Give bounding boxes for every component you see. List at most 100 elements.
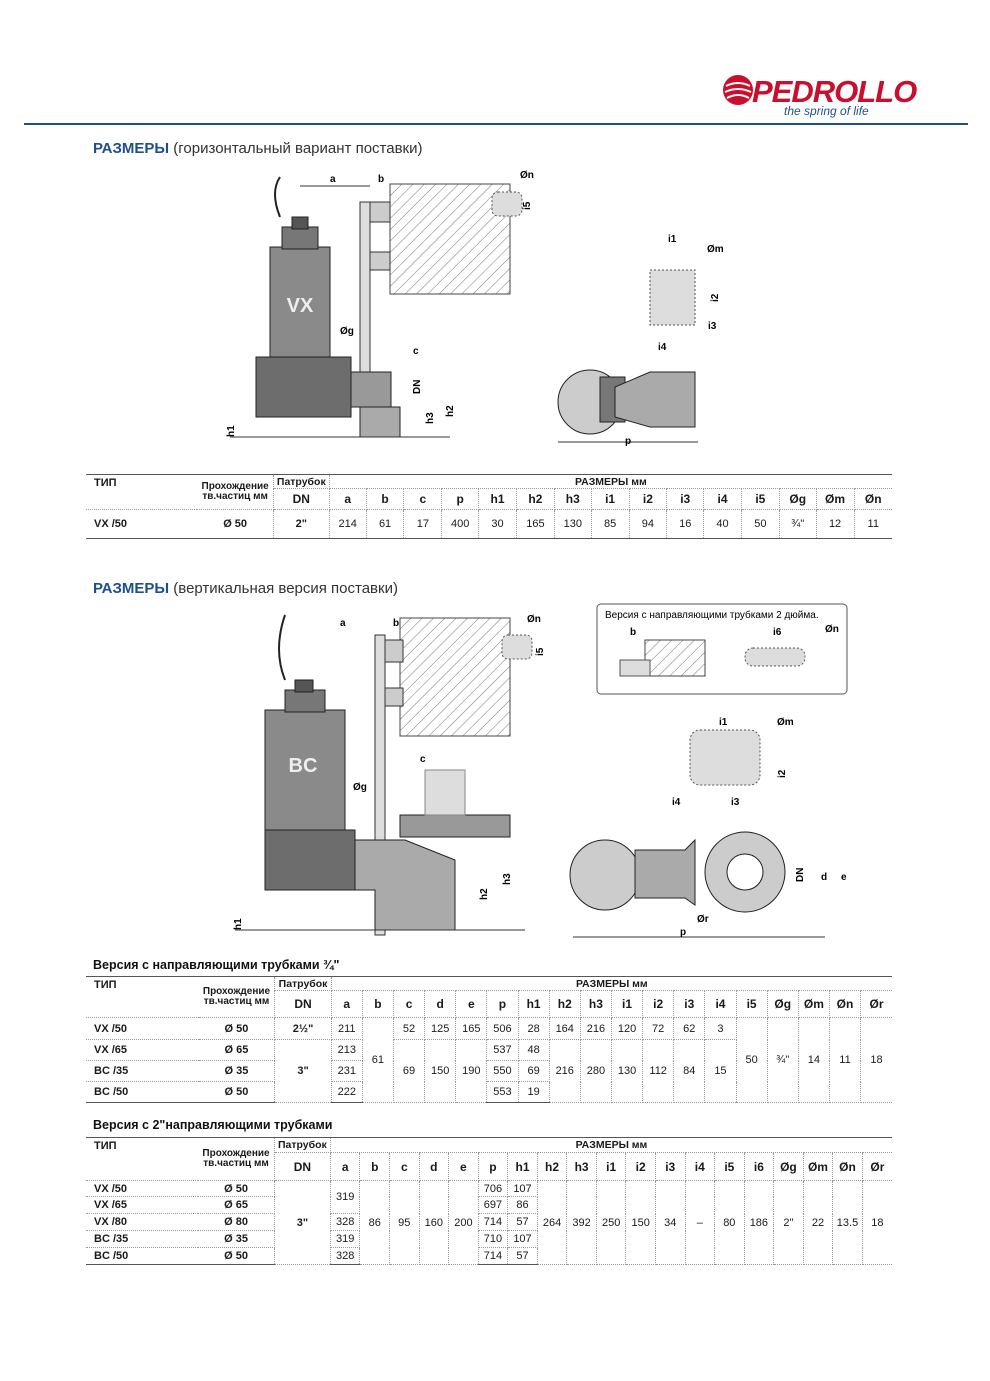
section-title-horizontal: РАЗМЕРЫ (горизонтальный вариант поставки… [93, 140, 423, 157]
table-cell: Ø 65 [198, 1039, 276, 1061]
col-header: h2 [537, 1152, 568, 1181]
table-cell: 86 [359, 1180, 391, 1265]
table-cell: VX /50 [86, 1017, 199, 1040]
table-cell: BC /35 [86, 1060, 199, 1082]
table-cell: BC /35 [86, 1230, 199, 1248]
col-header: i2 [642, 990, 675, 1018]
dimension-label: p [625, 436, 631, 447]
table-cell: VX /65 [86, 1196, 199, 1214]
table-cell: 150 [424, 1039, 457, 1103]
dimension-label: DN [795, 868, 806, 882]
table-cell: Прохождение тв.частиц мм [198, 1137, 275, 1181]
table-cell: 130 [611, 1039, 644, 1103]
col-header: d [424, 990, 457, 1018]
col-header: a [330, 1152, 361, 1181]
table-cell: 61 [362, 1017, 394, 1103]
table-cell: 537 [486, 1039, 519, 1061]
col-header: i1 [596, 1152, 627, 1181]
table-cell: Ø 50 [197, 509, 274, 539]
dimension-label: a [340, 618, 346, 629]
col-header: i5 [714, 1152, 745, 1181]
table-cell: 18 [862, 1180, 892, 1265]
table-cell: VX /50 [86, 1180, 199, 1197]
dimension-label: Øg [353, 782, 367, 793]
dimension-label: d [821, 872, 827, 883]
table-cell: 13.5 [832, 1180, 863, 1265]
table-cell: 22 [803, 1180, 834, 1265]
logo-tagline: the spring of life [784, 104, 869, 118]
col-header: i2 [625, 1152, 656, 1181]
col-header: b [366, 488, 405, 510]
col-header: b [362, 990, 394, 1018]
col-header: c [403, 488, 443, 510]
table-cell: 11 [854, 509, 892, 539]
table-cell: 125 [424, 1017, 457, 1040]
dimension-label: Øm [707, 244, 724, 255]
table-cell: 2" [773, 1180, 804, 1265]
table-cell: 86 [507, 1196, 538, 1214]
table-cell: 400 [441, 509, 480, 539]
col-header: Ør [860, 990, 892, 1018]
table-cell: 72 [642, 1017, 675, 1040]
col-header: b [359, 1152, 391, 1181]
table-cell: 216 [549, 1039, 581, 1103]
table-cell: 160 [419, 1180, 450, 1265]
dimension-label: Версия с направляющими трубками 2 дюйма. [605, 609, 819, 621]
table-cell: 30 [478, 509, 517, 539]
table-cell: РАЗМЕРЫ мм [331, 976, 892, 991]
dimension-label: b [630, 627, 636, 638]
col-header: h1 [507, 1152, 538, 1181]
dimension-label: h2 [479, 888, 490, 900]
table-cell: 50 [741, 509, 780, 539]
col-header: c [393, 990, 426, 1018]
table-cell: 112 [642, 1039, 675, 1103]
col-header-dn: DN [274, 1152, 331, 1181]
dimension-label: i3 [731, 797, 740, 808]
dimension-label: Øg [340, 326, 354, 337]
table-cell: 85 [591, 509, 630, 539]
col-header: i4 [704, 990, 737, 1018]
dimension-label: i5 [535, 647, 546, 656]
dimension-label: i1 [668, 234, 677, 245]
table-vertical-34: ТИП Прохождение тв.частиц мм Патрубок РА… [86, 976, 892, 1103]
table-vertical-2in: ТИП Прохождение тв.частиц мм Патрубок РА… [86, 1137, 892, 1265]
table-cell: РАЗМЕРЫ мм [330, 1137, 892, 1153]
table-cell: РАЗМЕРЫ мм [329, 474, 892, 489]
col-header: Øn [832, 1152, 863, 1181]
table2-subtitle: Версия с направляющими трубками ¾" [93, 958, 340, 972]
table-cell: 3" [274, 1180, 331, 1265]
col-header: h3 [566, 1152, 597, 1181]
dimension-label: Øm [777, 717, 794, 728]
dimension-label: i1 [719, 717, 728, 728]
table-cell: 250 [596, 1180, 627, 1265]
col-header: i2 [629, 488, 668, 510]
col-header: Øg [773, 1152, 804, 1181]
table-cell: 710 [478, 1230, 509, 1248]
table-cell: 11 [829, 1017, 862, 1103]
table-cell: Прохождение тв.частиц мм [197, 474, 274, 510]
dimension-label: b [393, 618, 399, 629]
table-cell: 48 [518, 1039, 550, 1061]
table-cell: 95 [389, 1180, 420, 1265]
table-cell: 213 [331, 1039, 363, 1061]
dimension-label: i2 [777, 769, 788, 778]
table-cell: 34 [655, 1180, 686, 1265]
col-header: h3 [580, 990, 612, 1018]
col-header: h2 [516, 488, 555, 510]
table-cell: 57 [507, 1213, 538, 1231]
dimension-label: Ør [697, 914, 709, 925]
col-header: Øm [803, 1152, 834, 1181]
table-horizontal: ТИП Прохождение тв.частиц мм Патрубок РА… [86, 474, 892, 539]
table-cell: 706 [478, 1180, 509, 1197]
dimension-label: i4 [658, 342, 667, 353]
dimension-label: h1 [233, 918, 244, 930]
col-header-dn: DN [273, 488, 330, 510]
header-rule [24, 123, 968, 125]
table-cell: 3" [274, 1039, 332, 1103]
table-cell: 28 [518, 1017, 550, 1040]
table-cell: Прохождение тв.частиц мм [198, 976, 276, 1018]
table-cell: 15 [704, 1039, 737, 1103]
col-header: h3 [554, 488, 592, 510]
dimension-label: Øn [520, 170, 534, 181]
table-cell: ТИП [86, 474, 198, 510]
